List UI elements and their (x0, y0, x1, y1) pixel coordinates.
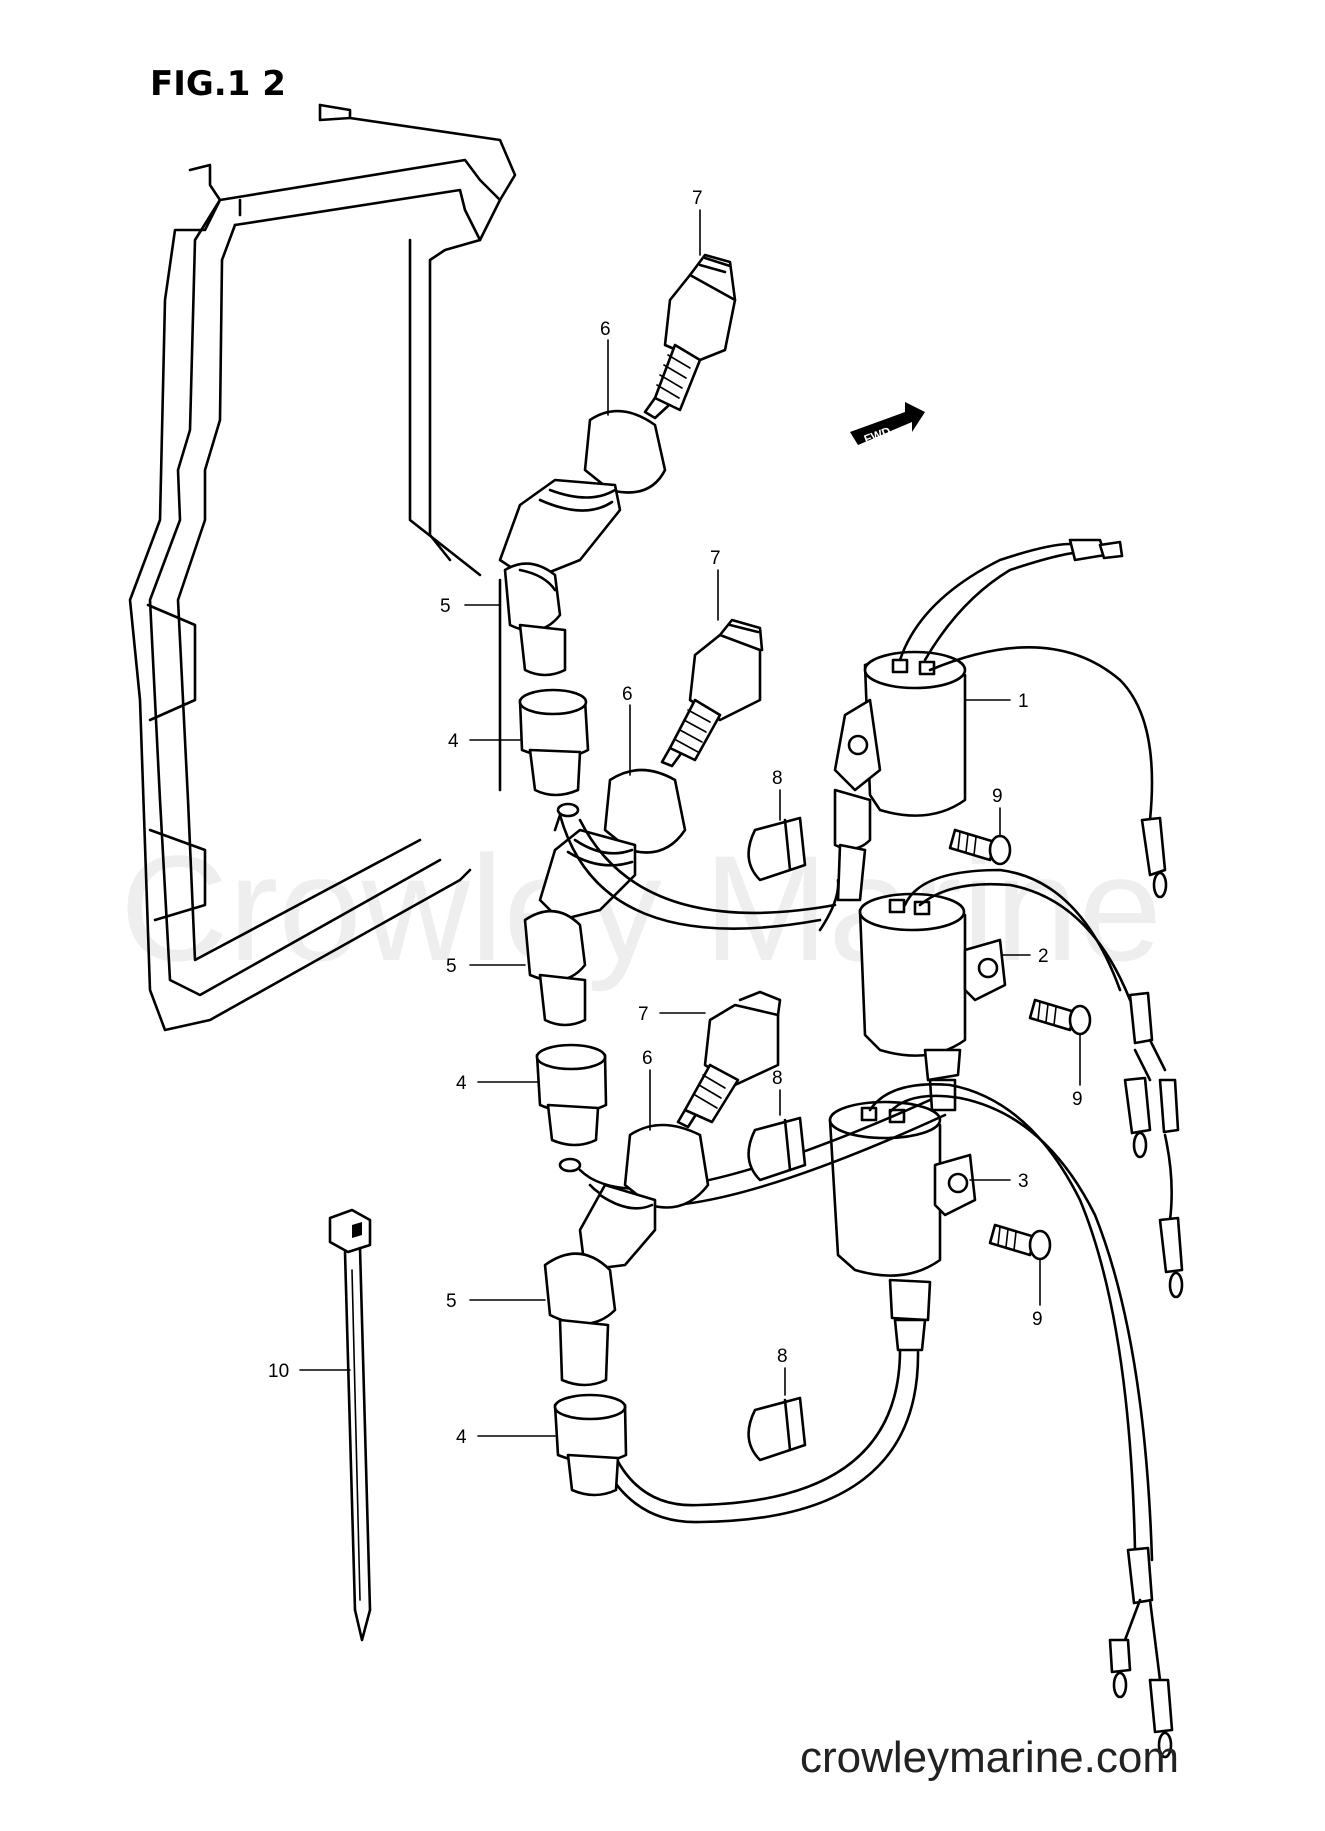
callout-9-top: 9 (992, 786, 1003, 807)
callout-leaders (299, 209, 1081, 1437)
spark-plug-cap-top (498, 409, 667, 582)
callout-9-middle: 9 (1072, 1089, 1083, 1110)
callout-4-top: 4 (448, 731, 459, 752)
plug-boot-top (498, 562, 567, 792)
plug-boot-middle (523, 909, 587, 1027)
spark-plug-middle (660, 618, 764, 768)
callout-7-middle: 7 (710, 548, 721, 569)
grommet-top (518, 688, 590, 797)
grommet-middle (535, 1043, 608, 1147)
callout-8-lower: 8 (777, 1346, 788, 1367)
ignition-coil-2 (858, 892, 1007, 1112)
callout-5-middle: 5 (446, 956, 457, 977)
forward-arrow-icon: FWD (850, 402, 925, 446)
callout-9-lower: 9 (1032, 1309, 1043, 1330)
cover-frame (128, 103, 517, 1032)
spark-plug-lower (676, 990, 782, 1129)
callout-1: 1 (1018, 691, 1029, 712)
plug-boot-lower (543, 1252, 617, 1387)
callout-4-middle: 4 (456, 1073, 467, 1094)
screw-9-middle (1028, 998, 1092, 1036)
spark-plug-top (643, 253, 737, 420)
figure-title: FIG.1 2 (150, 64, 286, 104)
clip-8-lower (747, 1396, 807, 1462)
clip-8-middle (747, 1116, 807, 1182)
callout-labels: 7 6 5 4 7 6 1 8 9 5 2 7 4 6 8 9 3 5 9 10… (268, 188, 1083, 1448)
clip-8-top (747, 816, 807, 882)
cable-tie (328, 1208, 372, 1642)
grommet-lower (553, 1393, 628, 1497)
callout-5-top: 5 (440, 596, 451, 617)
callout-6-lower: 6 (642, 1048, 653, 1069)
callout-6-top: 6 (600, 319, 611, 340)
callout-8-middle: 8 (772, 1068, 783, 1089)
callout-6-middle: 6 (622, 684, 633, 705)
callout-8-top: 8 (772, 768, 783, 789)
callout-10: 10 (268, 1361, 289, 1382)
callout-2: 2 (1038, 946, 1049, 967)
callout-4-lower: 4 (456, 1427, 467, 1448)
screw-9-top (948, 828, 1012, 866)
callout-3: 3 (1018, 1171, 1029, 1192)
spark-plug-cap-lower (578, 1123, 710, 1272)
primary-wires (868, 538, 1184, 1759)
callout-7-top: 7 (692, 188, 703, 209)
screw-9-lower (988, 1223, 1052, 1261)
spark-plug-cap-middle (538, 768, 687, 922)
site-url: crowleymarine.com (800, 1733, 1179, 1782)
callout-7-lower: 7 (638, 1004, 649, 1025)
callout-5-lower: 5 (446, 1291, 457, 1312)
ignition-coil-3 (828, 1100, 977, 1352)
